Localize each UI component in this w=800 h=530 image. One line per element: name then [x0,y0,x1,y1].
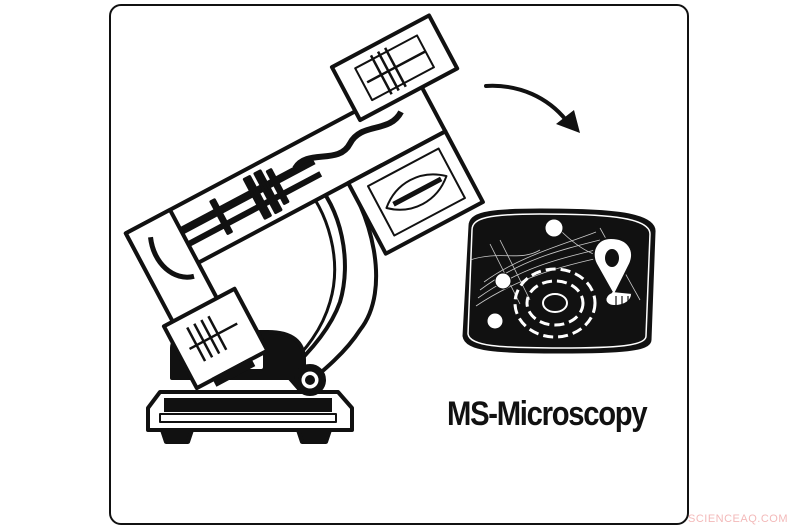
base-foot-left [160,428,194,444]
figure-caption: MS-Microscopy [447,395,648,433]
focus-knob-icon [294,364,326,396]
base-foot-right [296,428,332,444]
watermark: SCIENCEAQ.COM [687,513,788,525]
arrow-icon [484,83,580,133]
microscope-body [123,13,485,391]
cell-icon [462,208,656,354]
microscope-icon [123,13,485,444]
